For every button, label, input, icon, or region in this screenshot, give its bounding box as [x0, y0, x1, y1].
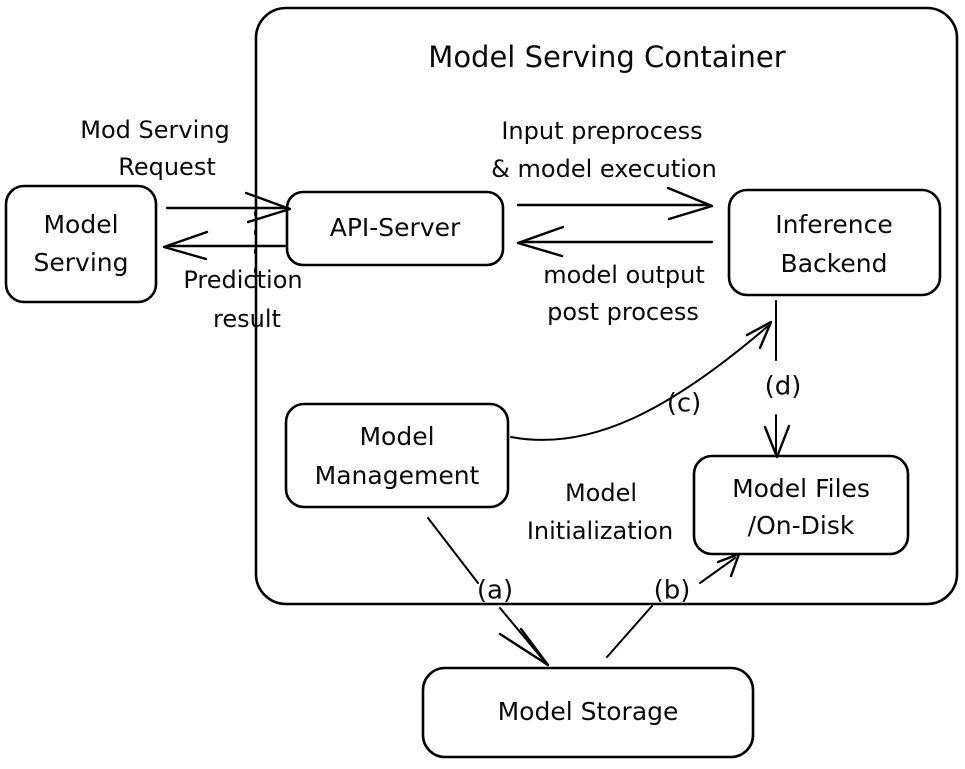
- node-model-serving-label-line2: Serving: [34, 248, 129, 277]
- node-api-server[interactable]: [285, 190, 505, 267]
- label-prediction-result-line2: result: [213, 305, 281, 333]
- node-model-management-label-line1: Model: [359, 422, 434, 451]
- label-input-preprocess-line2: & model execution: [491, 155, 717, 183]
- label-prediction-result-line1: Prediction: [183, 266, 302, 294]
- node-model-files-label-line1: Model Files: [732, 474, 870, 503]
- edge-b-arrowhead: [716, 552, 741, 578]
- node-model-serving-label-line1: Model: [43, 210, 118, 239]
- node-model-serving[interactable]: [4, 184, 158, 304]
- label-input-preprocess-line1: Input preprocess: [501, 117, 702, 145]
- label-model-initialization-line2: Initialization: [527, 517, 673, 545]
- node-model-files-label-line2: /On-Disk: [748, 511, 855, 540]
- label-mod-serving-request-line2: Request: [118, 153, 216, 181]
- edge-a-arrowhead: [498, 627, 550, 667]
- label-step-a: (a): [477, 576, 513, 606]
- node-model-files-on-disk[interactable]: [692, 454, 910, 556]
- node-inference-backend-label-line2: Backend: [781, 249, 888, 278]
- edge-c-arrowhead: [745, 320, 773, 350]
- label-step-c: (c): [667, 389, 702, 419]
- label-model-output-line2: post process: [547, 298, 699, 326]
- edge-c-line: [510, 325, 769, 441]
- edge-prediction-arrowhead: [162, 230, 209, 261]
- node-api-server-label: API-Server: [330, 213, 461, 242]
- model-serving-container-box: [254, 6, 959, 606]
- node-model-storage-label: Model Storage: [498, 697, 679, 726]
- label-model-initialization-line1: Model: [565, 479, 637, 507]
- label-step-d: (d): [765, 372, 802, 402]
- node-inference-backend-label-line1: Inference: [775, 210, 892, 239]
- edge-b-line-lower: [606, 605, 653, 658]
- label-model-output-line1: model output: [543, 261, 705, 289]
- node-model-management[interactable]: [284, 402, 510, 509]
- edge-b-line-upper: [699, 557, 736, 584]
- edge-d-arrowhead: [763, 424, 791, 459]
- edge-request-arrowhead: [244, 191, 292, 224]
- label-step-b: (b): [654, 576, 691, 606]
- node-inference-backend[interactable]: [727, 188, 942, 297]
- node-model-management-label-line2: Management: [315, 461, 480, 490]
- edge-a-line-upper: [427, 517, 479, 584]
- label-mod-serving-request-line1: Mod Serving: [80, 116, 229, 144]
- container-title: Model Serving Container: [428, 40, 785, 74]
- edge-model-output-arrowhead: [516, 225, 565, 258]
- node-model-storage[interactable]: [421, 666, 755, 759]
- edge-input-preprocess-arrowhead: [666, 186, 714, 221]
